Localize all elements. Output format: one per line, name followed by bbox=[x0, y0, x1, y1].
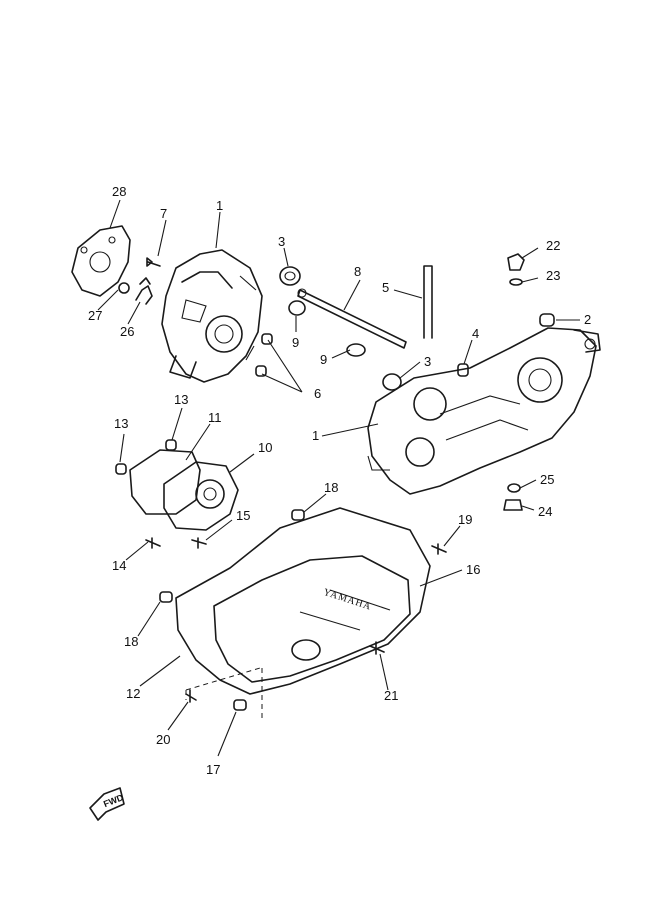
callout-11: 11 bbox=[208, 410, 222, 425]
callout-2: 2 bbox=[584, 312, 591, 327]
callout-12: 12 bbox=[126, 686, 140, 701]
callout-13-upper: 13 bbox=[174, 392, 188, 407]
callout-5: 5 bbox=[382, 280, 389, 295]
callout-9-right: 9 bbox=[320, 352, 327, 367]
callout-10: 10 bbox=[258, 440, 272, 455]
callout-17: 17 bbox=[206, 762, 220, 777]
callout-16: 16 bbox=[466, 562, 480, 577]
callout-28: 28 bbox=[112, 184, 126, 199]
callout-9-left: 9 bbox=[292, 335, 299, 350]
drain-plug-parts bbox=[503, 483, 523, 511]
callout-1-left: 1 bbox=[216, 198, 223, 213]
callout-8: 8 bbox=[354, 264, 361, 279]
callout-7: 7 bbox=[160, 206, 167, 221]
clip-and-bolts-parts bbox=[118, 257, 161, 305]
left-crankcase-part bbox=[161, 249, 263, 383]
callout-25: 25 bbox=[540, 472, 554, 487]
callout-22: 22 bbox=[546, 238, 560, 253]
callout-3-right: 3 bbox=[424, 354, 431, 369]
callout-labels: 28 7 1 3 8 5 9 9 6 3 4 22 23 2 1 25 24 1… bbox=[88, 184, 591, 777]
callout-26: 26 bbox=[120, 324, 134, 339]
cover-brand-text: YAMAHA bbox=[322, 587, 373, 613]
dowel-part bbox=[539, 313, 555, 327]
shaft-part bbox=[297, 288, 407, 349]
pump-cover-parts bbox=[115, 439, 239, 549]
right-crankcase-part bbox=[367, 327, 601, 495]
callout-15: 15 bbox=[236, 508, 250, 523]
callout-3-top: 3 bbox=[278, 234, 285, 249]
callout-21: 21 bbox=[384, 688, 398, 703]
crankcase-cover-parts: YAMAHA bbox=[159, 507, 447, 720]
callout-18-lower: 18 bbox=[124, 634, 138, 649]
callout-20: 20 bbox=[156, 732, 170, 747]
fwd-arrow-icon: FWD bbox=[89, 787, 125, 821]
bearings-seals-dowels-parts bbox=[255, 266, 366, 377]
pipe-part bbox=[423, 265, 433, 339]
callout-13-lower: 13 bbox=[114, 416, 128, 431]
callout-24: 24 bbox=[538, 504, 552, 519]
callout-4: 4 bbox=[472, 326, 479, 341]
callout-6: 6 bbox=[314, 386, 321, 401]
leader-lines bbox=[97, 199, 580, 757]
callout-1-right: 1 bbox=[312, 428, 319, 443]
callout-27: 27 bbox=[88, 308, 102, 323]
gasket-plate-part bbox=[71, 225, 131, 297]
callout-14: 14 bbox=[112, 558, 126, 573]
fwd-label: FWD bbox=[102, 792, 125, 809]
callout-18-upper: 18 bbox=[324, 480, 338, 495]
plug-and-oring-parts bbox=[507, 253, 525, 286]
callout-23: 23 bbox=[546, 268, 560, 283]
callout-19: 19 bbox=[458, 512, 472, 527]
